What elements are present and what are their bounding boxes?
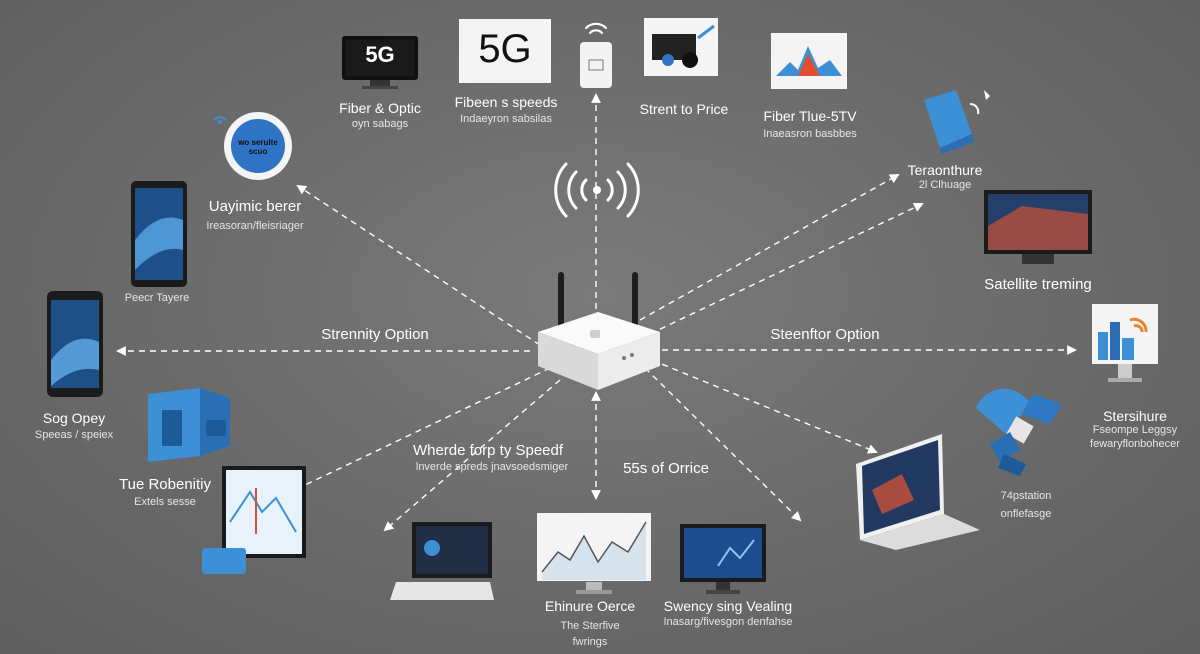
label-tue-robentity: Tue Robenitiy	[119, 476, 211, 493]
label-sog-opey: Sog Opey	[42, 410, 106, 426]
label-pstation: 74pstation	[1000, 490, 1052, 502]
label-fiber-optic: Fiber & Optic	[339, 100, 421, 116]
board-5g-text: 5G	[478, 27, 532, 71]
label-fiber-optic-sub: oyn sabags	[351, 118, 409, 130]
chart-frame-icon	[771, 33, 847, 89]
small-wifi-icon	[213, 116, 227, 124]
label-fiber-tv: Fiber Tlue-5TV	[763, 108, 857, 124]
label-stersihure-sub1: Fseompe Leggsy	[1092, 424, 1178, 436]
arrow-to-monitor	[644, 367, 802, 522]
label-wherde: Wherde forp ty Speedf	[412, 442, 564, 459]
chart-monitor-icon	[537, 513, 651, 594]
tablet-icon	[131, 181, 187, 287]
blue-pad-icon	[924, 90, 990, 154]
tv-5g-text: 5G	[365, 42, 395, 67]
wifi-signal-icon	[554, 162, 640, 218]
label-wherde-sub: lnverde spreds jnavsoedsmiger	[415, 461, 569, 473]
central-router-icon	[538, 272, 660, 390]
small-router-icon	[580, 22, 612, 88]
tv-icon	[984, 190, 1092, 264]
label-swency-sub: Inasarg/fivesgon denfahse	[663, 616, 793, 628]
label-swency: Swency sing Vealing	[663, 598, 793, 614]
label-strennity: Strennity Option	[321, 326, 429, 343]
label-ehinure: Ehinure Oerce	[544, 598, 636, 614]
city-wifi-icon	[1092, 304, 1158, 382]
label-power-tayer: Peecr Tayere	[124, 292, 190, 304]
monitor-pad-icon	[202, 466, 306, 574]
label-ehinure-sub1: The Sterfive	[560, 620, 620, 632]
label-teraonthure: Teraonthure	[907, 162, 983, 178]
label-fibers-speeds: Fibeen s speeds	[454, 94, 558, 110]
laptop-icon	[856, 434, 980, 550]
label-fibers-speeds-sub: Indaeyron sabsilas	[460, 113, 552, 125]
arrow-to-laptop	[651, 359, 878, 454]
label-pstation-sub: onflefasge	[1000, 508, 1052, 520]
label-tue-robentity-sub: Extels sesse	[134, 496, 196, 508]
label-stersihure: Stersihure	[1103, 408, 1167, 424]
label-teraonthure-sub: 2l Clhuage	[918, 179, 972, 191]
label-satellite: Satellite treming	[984, 276, 1092, 293]
label-uaymic: Uayimic berer	[208, 198, 302, 215]
blue-monitor-icon	[680, 524, 766, 594]
arrow-to-bottom-left	[383, 379, 561, 532]
arrow-to-top-right	[639, 174, 900, 321]
label-uaymic-sub: Ireasoran/fleisriager	[206, 220, 304, 232]
display-icon	[644, 18, 718, 76]
smartphone-icon	[47, 291, 103, 397]
label-55s: 55s of Orrice	[623, 460, 709, 477]
badge-text: wo serulte scuo	[238, 138, 278, 157]
satellite-icon	[976, 388, 1062, 476]
label-stersihure-sub2: fewaryflonbohecer	[1090, 438, 1180, 450]
round-badge-icon	[224, 112, 292, 180]
tv-5g-icon	[342, 36, 418, 89]
blue-device-icon	[148, 388, 230, 462]
arrow-to-tv	[649, 202, 924, 335]
label-steenfor: Steenftor Option	[770, 326, 880, 343]
label-strent-price: Strent to Price	[639, 101, 729, 117]
label-sog-opey-sub: Speeas / speiex	[34, 429, 114, 441]
label-ehinure-sub2: fwrings	[572, 636, 608, 648]
arrow-to-tablet	[296, 184, 541, 346]
small-laptop-icon	[390, 522, 494, 600]
board-5g-icon	[459, 19, 551, 83]
label-fiber-tv-sub: Inaeasron basbbes	[763, 128, 857, 140]
